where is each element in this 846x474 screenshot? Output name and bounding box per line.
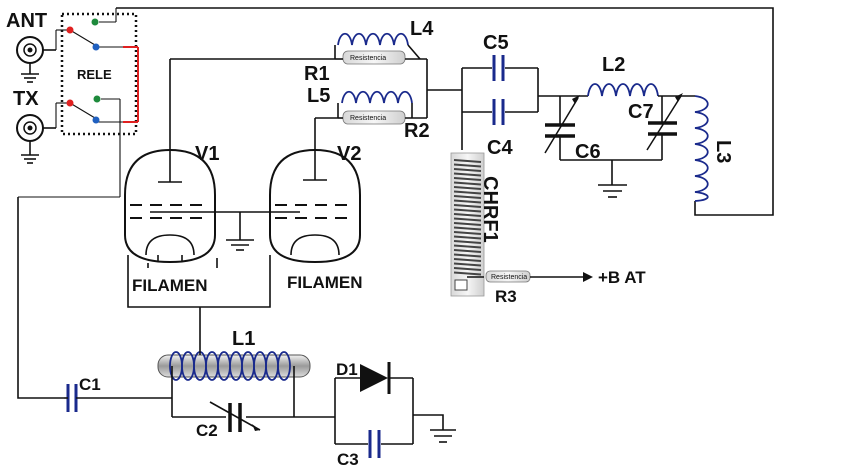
label-l2: L2 <box>602 54 625 76</box>
chrf1-turn <box>453 249 482 253</box>
resistor-r2-text: Resistencia <box>350 115 386 122</box>
capacitor-c5 <box>462 55 538 81</box>
chrf1-turn <box>453 181 482 186</box>
label-tx: TX <box>13 88 39 110</box>
variable-capacitor-c2 <box>209 401 261 432</box>
label-bat: +B AT <box>598 268 646 287</box>
chrf1-turn <box>453 231 482 235</box>
variable-capacitor-c7 <box>646 93 683 160</box>
coil-l5 <box>337 90 413 118</box>
resistor-r1-text: Resistencia <box>350 55 386 62</box>
plate-node-wire <box>426 59 463 150</box>
ground-tank <box>598 184 627 198</box>
resistor-r1: Resistencia <box>335 50 427 65</box>
resistor-r2: Resistencia <box>338 110 427 125</box>
l1-turn <box>277 351 291 381</box>
label-ant: ANT <box>6 10 47 32</box>
chrf1-turn <box>453 240 482 244</box>
chrf1-turn <box>453 244 482 249</box>
label-c6: C6 <box>575 141 601 163</box>
chrf1-turn <box>453 163 482 168</box>
chrf1-turn <box>453 226 482 231</box>
label-filamen-1: FILAMEN <box>132 276 208 295</box>
chrf1-turn <box>453 258 482 262</box>
tube-v1 <box>124 58 335 264</box>
label-filamen-2: FILAMEN <box>287 273 363 292</box>
capacitor-c1 <box>64 384 172 412</box>
label-c7: C7 <box>628 101 654 123</box>
label-l1: L1 <box>232 328 255 350</box>
grid-ground <box>150 211 300 251</box>
label-l3: L3 <box>712 140 734 163</box>
chrf1-turn <box>453 213 482 217</box>
ground-d1 <box>413 414 456 443</box>
capacitor-c3 <box>335 430 413 458</box>
chrf1-turn <box>453 172 482 177</box>
label-r1: R1 <box>304 63 330 85</box>
chrf1-turn <box>453 190 482 195</box>
antenna-return-wire <box>116 7 774 216</box>
chrf1-turn <box>453 177 482 181</box>
chrf1-turn <box>453 217 482 222</box>
label-c2: C2 <box>196 421 218 440</box>
capacitor-c4 <box>462 99 538 125</box>
coil-l1 <box>157 343 335 418</box>
label-l5: L5 <box>307 85 330 107</box>
label-c3: C3 <box>337 450 359 469</box>
label-c4: C4 <box>487 137 513 159</box>
filament-wiring <box>127 255 271 343</box>
c1-feed-wire <box>17 197 64 399</box>
relay: RELE <box>18 8 139 198</box>
chrf1-turn <box>453 159 482 163</box>
coil-l4 <box>334 32 421 60</box>
chrf1-turn <box>453 168 482 172</box>
label-chrf1: CHRF1 <box>479 176 501 243</box>
resistor-r3-text: Resistencia <box>491 274 527 281</box>
ant-connector <box>16 36 56 83</box>
tank-ground-wire <box>560 159 662 185</box>
chrf1-turn <box>453 186 482 190</box>
chrf1-turn <box>453 208 482 213</box>
label-r2: R2 <box>404 120 430 142</box>
label-c1: C1 <box>79 375 101 394</box>
chrf1-turn <box>453 222 482 226</box>
label-l4: L4 <box>410 18 434 40</box>
chrf1-turn <box>453 253 482 258</box>
label-v1: V1 <box>195 143 219 165</box>
chrf1-turn <box>453 199 482 204</box>
label-v2: V2 <box>337 143 361 165</box>
diode-d1 <box>334 362 414 444</box>
resistor-r3: Resistencia <box>485 270 593 283</box>
chrf1-turn <box>453 195 482 199</box>
label-rele: RELE <box>77 67 112 82</box>
choke-chrf1 <box>450 152 485 297</box>
coil-l2 <box>587 83 695 97</box>
chrf1-turn <box>453 271 482 276</box>
tx-connector <box>16 114 56 164</box>
variable-capacitor-c6 <box>544 95 580 160</box>
chrf1-turn <box>453 267 482 271</box>
chrf1-turn <box>453 204 482 208</box>
tube-v2 <box>269 117 361 264</box>
label-c5: C5 <box>483 32 509 54</box>
c4-c5-node-wire <box>537 68 588 112</box>
chrf1-turn <box>453 235 482 240</box>
chrf1-turn <box>453 262 482 267</box>
coil-l3 <box>694 95 709 202</box>
label-d1: D1 <box>336 360 358 379</box>
label-r3: R3 <box>495 287 517 306</box>
